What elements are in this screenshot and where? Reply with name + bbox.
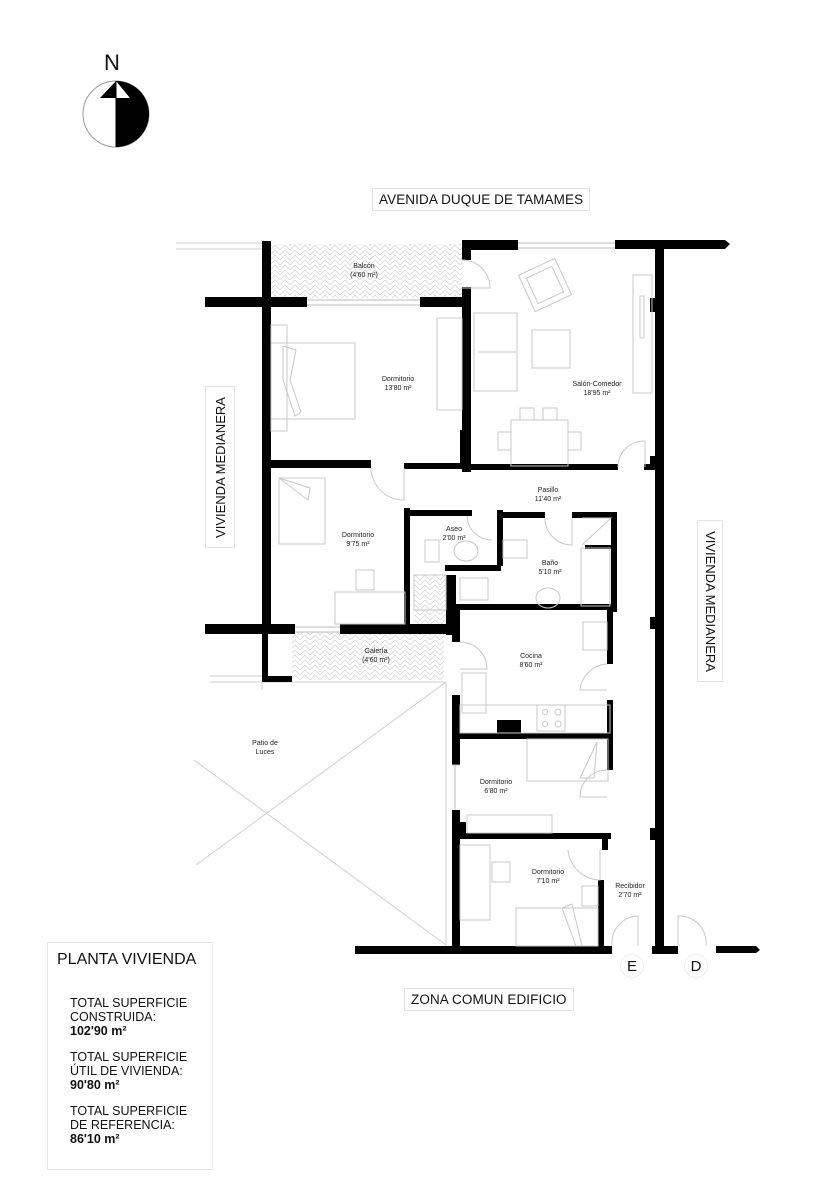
room-area: (4'60 m²): [350, 272, 378, 279]
neighbor-label-left: VIVIENDA MEDIANERA: [205, 386, 235, 548]
room-name: Salón-Comedor: [572, 381, 622, 388]
room-label-dormitorio-4: Dormitorio 7'10 m²: [532, 868, 564, 886]
room-label-dormitorio-3: Dormitorio 6'80 m²: [480, 778, 512, 796]
room-name: Baño: [541, 560, 559, 567]
room-area: 2'70 m²: [618, 892, 642, 899]
room-label-galeria: Galería (4'60 m²): [362, 647, 390, 665]
room-name: Dormitorio: [381, 376, 415, 383]
room-label-dormitorio-principal: Dormitorio 13'80 m²: [382, 375, 414, 393]
stat-label: DE REFERENCIA:: [70, 1118, 175, 1132]
summary-title: PLANTA VIVIENDA: [57, 951, 197, 968]
gallery-hatch: [292, 632, 444, 680]
summary-panel: PLANTA VIVIENDA TOTAL SUPERFICIE CONSTRU…: [47, 942, 213, 1170]
room-area: 18'95 m²: [583, 390, 611, 397]
stat-label: TOTAL SUPERFICIE: [70, 996, 188, 1010]
room-name: Balcón: [353, 263, 375, 270]
room-label-dormitorio-2: Dormitorio 9'75 m²: [342, 531, 374, 549]
room-name: Dormitorio: [479, 779, 513, 786]
stat-construida: TOTAL SUPERFICIE CONSTRUIDA: 102'90 m²: [70, 996, 187, 1038]
stat-label: CONSTRUIDA:: [70, 1010, 157, 1024]
room-name: Galería: [364, 648, 388, 655]
room-area: 5'10 m²: [538, 569, 562, 576]
neighbor-label-right: VIVIENDA MEDIANERA: [697, 520, 723, 682]
room-label-pasillo: Pasillo 11'40 m²: [535, 486, 562, 504]
balcony-hatch: [271, 244, 462, 298]
room-label-bano: Baño 5'10 m²: [538, 559, 561, 577]
room-area: (4'60 m²): [362, 657, 390, 664]
room-name: Cocina: [520, 653, 542, 660]
stat-label: TOTAL SUPERFICIE: [70, 1104, 188, 1118]
room-label-patio: Patio de Luces: [252, 739, 278, 757]
room-area: 7'10 m²: [536, 878, 560, 885]
room-name: Patio de: [252, 740, 278, 747]
stat-value: 86'10 m²: [70, 1132, 120, 1146]
room-label-aseo: Aseo 2'00 m²: [442, 525, 465, 543]
room-area: 11'40 m²: [534, 496, 562, 503]
room-area: 9'75 m²: [346, 541, 370, 548]
room-name: Dormitorio: [531, 869, 565, 876]
stat-label: ÚTIL DE VIVIENDA:: [70, 1064, 183, 1078]
stat-value: 102'90 m²: [70, 1024, 127, 1038]
street-label-top: AVENIDA DUQUE DE TAMAMES: [372, 188, 591, 211]
room-name: Pasillo: [537, 487, 559, 494]
entrance-marker-e: E: [620, 954, 644, 978]
room-name: Dormitorio: [341, 532, 375, 539]
room-label-salon-comedor: Salón-Comedor 18'95 m²: [572, 380, 621, 398]
stat-label: TOTAL SUPERFICIE: [70, 1050, 188, 1064]
neighbor-label-left-text: VIVIENDA MEDIANERA: [212, 396, 228, 538]
room-area: Luces: [255, 749, 275, 756]
room-area: 2'00 m²: [442, 535, 466, 542]
room-name: Aseo: [446, 526, 462, 533]
entrance-marker-d: D: [684, 954, 708, 978]
room-area: 6'80 m²: [484, 788, 508, 795]
north-label: N: [104, 50, 120, 75]
room-label-recibidor: Recibidor 2'70 m²: [615, 882, 645, 900]
north-arrow-icon: [82, 80, 150, 148]
room-name: Recibidor: [615, 883, 645, 890]
street-label-bottom: ZONA COMUN EDIFICIO: [404, 988, 574, 1011]
stat-util: TOTAL SUPERFICIE ÚTIL DE VIVIENDA: 90'80…: [70, 1050, 187, 1092]
room-label-cocina: Cocina 8'60 m²: [519, 652, 542, 670]
stat-value: 90'80 m²: [70, 1078, 120, 1092]
room-area: 8'60 m²: [519, 662, 543, 669]
room-label-balcon: Balcón (4'60 m²): [350, 262, 378, 280]
room-area: 13'80 m²: [384, 385, 412, 392]
stat-referencia: TOTAL SUPERFICIE DE REFERENCIA: 86'10 m²: [70, 1104, 187, 1146]
neighbor-label-right-text: VIVIENDA MEDIANERA: [702, 530, 718, 672]
